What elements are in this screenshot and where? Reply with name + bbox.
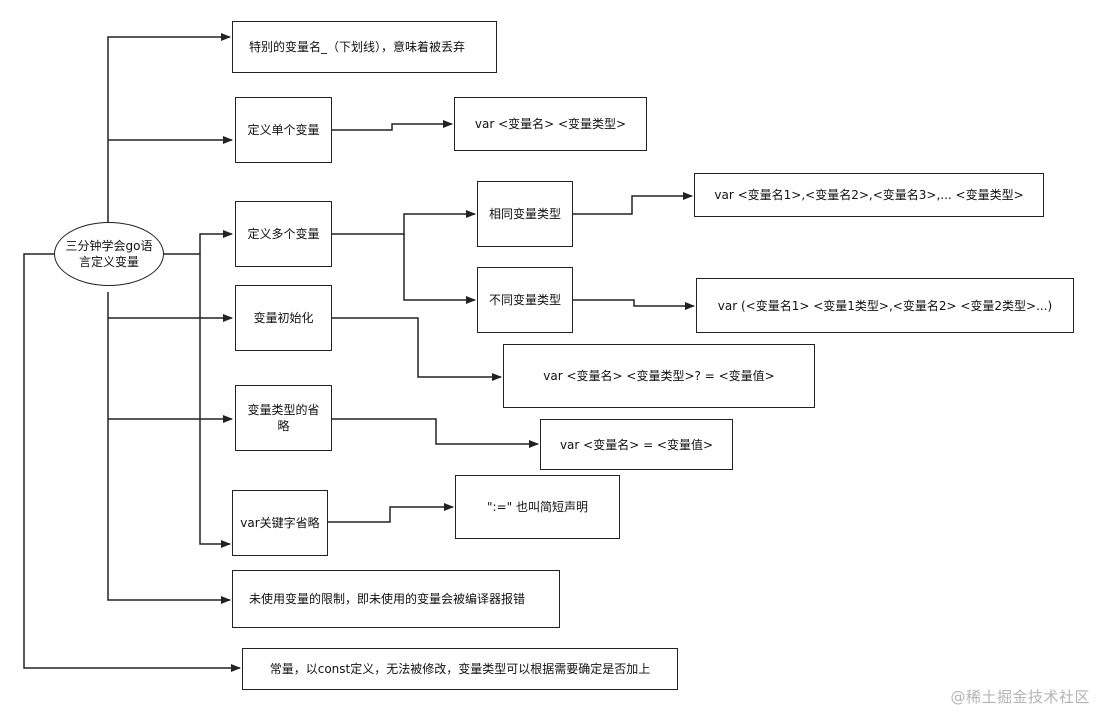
node-diff-type-syntax-label: var (<变量名1> <变量1类型>,<变量名2> <变量2类型>...): [717, 298, 1053, 313]
node-single-label: 定义单个变量: [247, 123, 320, 137]
node-same-type-label: 相同变量类型: [488, 207, 561, 221]
node-omit-var-syntax-label: ":=" 也叫简短声明: [487, 500, 588, 514]
node-omit-var: var关键字省略: [232, 490, 328, 556]
edge-root-unused: [107, 292, 231, 604]
node-diff-type-label: 不同变量类型: [488, 293, 561, 307]
edge-diff-syntax: [573, 299, 695, 310]
edge-same-syntax: [573, 192, 693, 215]
edge-init-syntax: [332, 317, 502, 381]
node-underscore: 特别的变量名_（下划线），意味着被丢弃: [232, 21, 497, 73]
node-const-label: 常量，以const定义，无法被修改，变量类型可以根据需要确定是否加上: [269, 662, 651, 676]
node-omit-type-label: 变量类型的省略: [247, 403, 320, 433]
node-omit-type: 变量类型的省略: [235, 385, 332, 451]
node-underscore-label: 特别的变量名_（下划线），意味着被丢弃: [249, 40, 466, 54]
node-same-type: 相同变量类型: [477, 181, 573, 247]
node-init-label: 变量初始化: [253, 311, 314, 325]
node-const: 常量，以const定义，无法被修改，变量类型可以根据需要确定是否加上: [242, 648, 678, 690]
edge-root-underscore: [107, 33, 231, 228]
edge-root-const: [23, 253, 241, 672]
root-label: 三分钟学会go语言定义变量: [65, 239, 153, 269]
node-omit-type-syntax-label: var <变量名> = <变量值>: [559, 437, 714, 452]
watermark: @稀土掘金技术社区: [950, 688, 1090, 706]
edge-single-syntax: [332, 120, 453, 131]
node-same-type-syntax: var <变量名1>,<变量名2>,<变量名3>,... <变量类型>: [694, 173, 1044, 217]
edge-root-multi: [162, 230, 233, 255]
node-omit-var-label: var关键字省略: [240, 516, 320, 530]
node-single-syntax: var <变量名> <变量类型>: [454, 97, 647, 151]
node-init-syntax: var <变量名> <变量类型>? = <变量值>: [503, 344, 815, 408]
node-multi-label: 定义多个变量: [247, 227, 320, 241]
node-multi: 定义多个变量: [235, 201, 332, 267]
edge-omittype-syntax: [332, 418, 539, 448]
node-omit-var-syntax: ":=" 也叫简短声明: [455, 475, 620, 539]
root-node: 三分钟学会go语言定义变量: [54, 222, 164, 286]
node-omit-type-syntax: var <变量名> = <变量值>: [540, 419, 733, 470]
node-same-type-syntax-label: var <变量名1>,<变量名2>,<变量名3>,... <变量类型>: [714, 188, 1024, 202]
node-single-syntax-label: var <变量名> <变量类型>: [474, 117, 627, 131]
edge-multi-same: [332, 210, 476, 235]
node-init-syntax-label: var <变量名> <变量类型>? = <变量值>: [543, 369, 775, 383]
node-diff-type-syntax: var (<变量名1> <变量1类型>,<变量名2> <变量2类型>...): [696, 278, 1074, 333]
node-unused: 未使用变量的限制，即未使用的变量会被编译器报错: [232, 570, 560, 628]
node-init: 变量初始化: [235, 285, 332, 351]
node-single: 定义单个变量: [235, 97, 332, 163]
node-unused-label: 未使用变量的限制，即未使用的变量会被编译器报错: [249, 592, 526, 606]
edge-root-omit-var: [199, 254, 231, 548]
edge-multi-diff: [403, 234, 476, 304]
node-diff-type: 不同变量类型: [477, 267, 573, 333]
edge-omitvar-syntax: [328, 503, 454, 523]
